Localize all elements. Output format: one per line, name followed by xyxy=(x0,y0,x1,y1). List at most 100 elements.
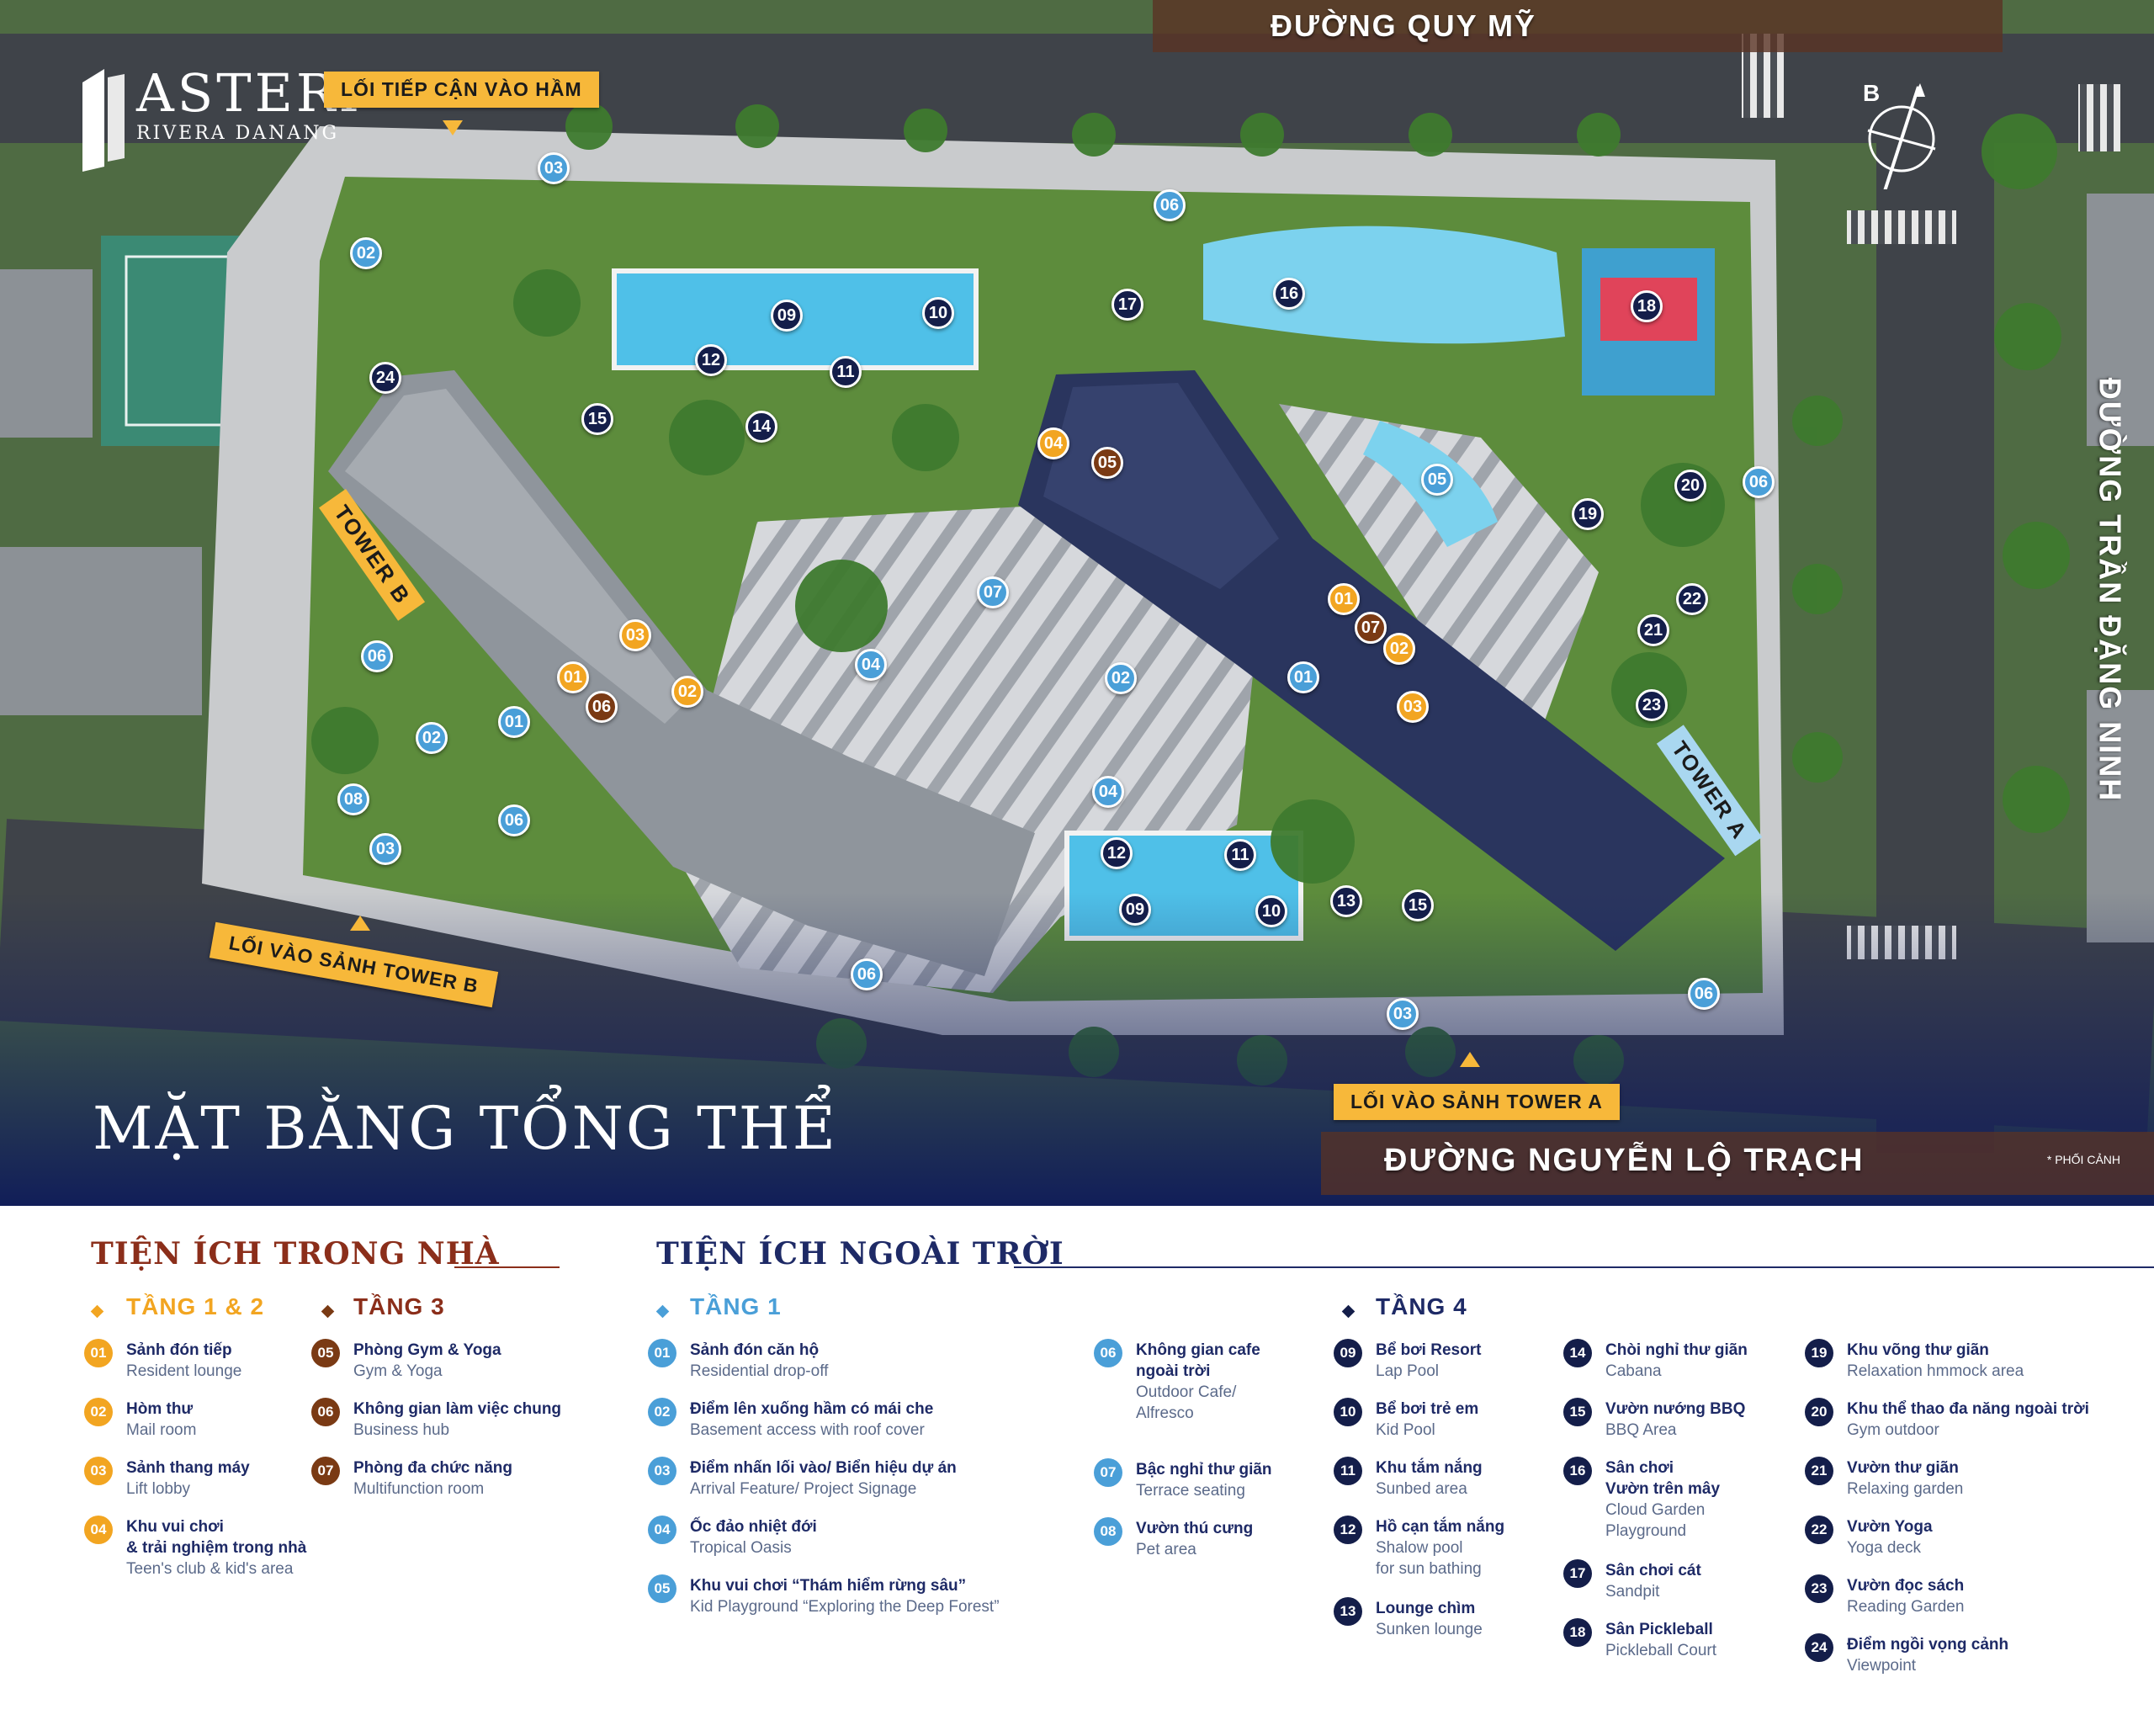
basement-access-sign: LỐI TIẾP CẬN VÀO HẦM xyxy=(324,72,599,108)
item-number: 03 xyxy=(648,1457,676,1485)
item-name-en: Viewpoint xyxy=(1847,1657,1917,1675)
item-name-vi: Khu tắm nắng xyxy=(1376,1459,1483,1477)
item-name-en: Relaxation hmmock area xyxy=(1847,1362,2024,1380)
item-name-en: Pet area xyxy=(1136,1541,1196,1558)
item-number: 20 xyxy=(1805,1398,1833,1426)
render-note: * PHỐI CẢNH xyxy=(2046,1153,2120,1166)
map-marker-blue: 06 xyxy=(851,958,883,990)
map-marker-navy: 12 xyxy=(695,344,727,376)
item-name-en: Arrival Feature/ Project Signage xyxy=(690,1480,917,1498)
map-marker-navy: 10 xyxy=(1255,895,1287,927)
item-name-en: Cabana xyxy=(1605,1362,1662,1380)
map-marker-navy: 24 xyxy=(369,362,401,394)
map-marker-gold: 03 xyxy=(1397,691,1429,723)
masteri-logo: ASTERI RIVERA DANANG xyxy=(82,67,363,172)
diamond-icon xyxy=(655,1304,670,1319)
map-marker-navy: 22 xyxy=(1676,583,1708,615)
map-marker-gold: 02 xyxy=(1383,633,1415,665)
item-number: 09 xyxy=(1334,1339,1362,1367)
tower-a-entrance-arrow-icon xyxy=(1460,1052,1480,1067)
item-number: 01 xyxy=(84,1339,113,1367)
item-name-vi: Vườn thư giãn xyxy=(1847,1459,1959,1477)
map-marker-blue: 08 xyxy=(337,783,369,815)
item-number: 08 xyxy=(1094,1517,1122,1546)
item-number: 02 xyxy=(648,1398,676,1426)
item-name-vi: Phòng Gym & Yoga xyxy=(353,1341,501,1359)
map-marker-blue: 06 xyxy=(1688,978,1720,1010)
item-name-en: Mail room xyxy=(126,1421,197,1439)
map-title: MẶT BẰNG TỔNG THỂ xyxy=(93,1094,838,1163)
item-number: 14 xyxy=(1563,1339,1592,1367)
item-name-en: Relaxing garden xyxy=(1847,1480,1964,1498)
item-number: 10 xyxy=(1334,1398,1362,1426)
floor-heading-1-2: TẦNG 1 & 2 xyxy=(126,1293,265,1319)
item-number: 05 xyxy=(648,1574,676,1603)
map-marker-blue: 03 xyxy=(1387,998,1419,1030)
map-marker-blue: 07 xyxy=(977,576,1009,608)
item-name-en: Residential drop-off xyxy=(690,1362,829,1380)
item-name-en: Tropical Oasis xyxy=(690,1539,792,1557)
item-number: 07 xyxy=(311,1457,340,1485)
item-name-vi: Hòm thư xyxy=(126,1400,194,1418)
item-name-en: Gym & Yoga xyxy=(353,1362,443,1380)
map-marker-blue: 02 xyxy=(416,722,448,754)
map-marker-blue: 04 xyxy=(1092,776,1124,808)
item-number: 19 xyxy=(1805,1339,1833,1367)
item-number: 07 xyxy=(1094,1458,1122,1487)
logo-mark-icon xyxy=(82,69,125,172)
map-marker-blue: 03 xyxy=(538,152,570,184)
floor-heading-1: TẦNG 1 xyxy=(690,1293,782,1319)
logo-subtitle: RIVERA DANANG xyxy=(136,123,340,144)
item-name-vi: Bậc nghỉ thư giãn xyxy=(1136,1461,1272,1479)
item-name-vi: Vườn thú cưng xyxy=(1136,1520,1254,1537)
map-marker-blue: 03 xyxy=(369,833,401,865)
item-name-en: Business hub xyxy=(353,1421,450,1439)
item-number: 18 xyxy=(1563,1618,1592,1647)
item-name-vi: Sảnh đón căn hộ xyxy=(690,1341,820,1359)
item-name-en: Outdoor Cafe/ Alfresco xyxy=(1136,1383,1237,1422)
item-name-vi: Vườn Yoga xyxy=(1847,1518,1933,1536)
road-label-nguyen-lo-trach: ĐƯỜNG NGUYỄN LỘ TRẠCH xyxy=(1384,1143,1865,1178)
item-name-en: Teen's club & kid's area xyxy=(126,1560,294,1578)
item-name-vi: Hồ cạn tắm nắng xyxy=(1376,1518,1505,1536)
map-marker-navy: 18 xyxy=(1631,290,1663,322)
map-marker-brown: 07 xyxy=(1355,612,1387,644)
map-base xyxy=(0,0,2154,1206)
site-plan-map: ASTERI RIVERA DANANG ĐƯỜNG QUY MỸ ĐƯỜNG … xyxy=(0,0,2154,1206)
item-name-en: Kid Playground “Exploring the Deep Fores… xyxy=(690,1598,1000,1616)
map-marker-navy: 23 xyxy=(1636,689,1668,721)
map-marker-gold: 01 xyxy=(1328,583,1360,615)
map-marker-navy: 10 xyxy=(922,297,954,329)
map-marker-navy: 20 xyxy=(1674,470,1706,502)
item-number: 04 xyxy=(84,1516,113,1544)
item-name-vi: Sân chơi Vườn trên mây xyxy=(1605,1459,1721,1498)
item-name-vi: Ốc đảo nhiệt đới xyxy=(690,1518,817,1536)
map-marker-blue: 02 xyxy=(350,237,382,269)
map-marker-blue: 05 xyxy=(1421,464,1453,496)
map-marker-navy: 19 xyxy=(1572,498,1604,530)
item-number: 11 xyxy=(1334,1457,1362,1485)
map-marker-navy: 09 xyxy=(771,300,803,332)
item-name-vi: Không gian làm việc chung xyxy=(353,1400,562,1418)
map-marker-brown: 05 xyxy=(1091,447,1123,479)
item-name-en: Lift lobby xyxy=(126,1480,191,1498)
item-name-en: Reading Garden xyxy=(1847,1598,1965,1616)
item-name-en: Terrace seating xyxy=(1136,1482,1245,1500)
basement-access-arrow-icon xyxy=(443,120,463,135)
map-marker-blue: 06 xyxy=(1743,466,1775,498)
map-marker-navy: 12 xyxy=(1101,837,1133,869)
map-marker-navy: 13 xyxy=(1330,885,1362,917)
floor-heading-3: TẦNG 3 xyxy=(353,1293,445,1319)
item-name-en: Sandpit xyxy=(1605,1583,1660,1601)
item-name-vi: Khu thể thao đa năng ngoài trời xyxy=(1847,1400,2089,1418)
item-number: 21 xyxy=(1805,1457,1833,1485)
item-name-vi: Khu võng thư giãn xyxy=(1847,1341,1989,1359)
item-name-en: Yoga deck xyxy=(1847,1539,1922,1557)
item-name-vi: Sảnh đón tiếp xyxy=(126,1341,232,1359)
map-marker-blue: 04 xyxy=(855,649,887,681)
floor-heading-4: TẦNG 4 xyxy=(1376,1293,1467,1319)
item-number: 06 xyxy=(311,1398,340,1426)
tower-a-entrance-sign: LỐI VÀO SẢNH TOWER A xyxy=(1334,1084,1620,1120)
item-name-en: BBQ Area xyxy=(1605,1421,1677,1439)
item-name-vi: Chòi nghỉ thư giãn xyxy=(1605,1341,1748,1359)
